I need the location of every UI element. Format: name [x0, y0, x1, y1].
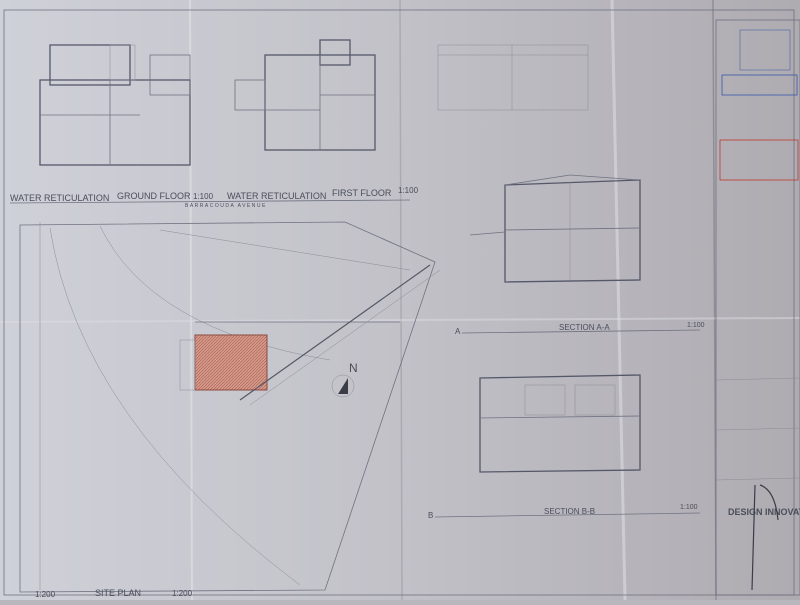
site-plan-scale-left: 1:200 [35, 590, 56, 599]
section-b-marker: B [428, 511, 433, 520]
plan-titles: WATER RETICULATION GROUND FLOOR 1:100 WA… [9, 186, 419, 209]
north-label: N [349, 361, 358, 375]
first-floor-plan [234, 39, 376, 151]
company-name: DESIGN INNOVATION [728, 507, 800, 517]
first-plan-scale: 1:100 [398, 186, 419, 195]
site-plan-scale-right: 1:200 [172, 589, 193, 598]
ground-floor-plan [39, 44, 191, 166]
company-logo [751, 484, 779, 591]
section-a-marker: A [455, 327, 461, 336]
section-b-scale: 1:100 [680, 504, 698, 511]
street-name: BARRACOUDA AVENUE [185, 203, 267, 209]
ground-plan-scale: 1:100 [193, 192, 214, 201]
approval-stamp-red [719, 139, 799, 181]
approval-stamp [721, 74, 798, 96]
north-arrow-icon [331, 374, 355, 398]
first-plan-floor: FIRST FLOOR [332, 188, 392, 198]
legend-table [437, 44, 589, 111]
title-block: DESIGN INNOVATION [715, 19, 800, 596]
site-plan-title: SITE PLAN [95, 588, 141, 598]
section-a-scale: 1:100 [687, 322, 705, 329]
ground-plan-label: WATER RETICULATION [10, 193, 109, 203]
site-plan: N 1:200 SITE PLAN 1:200 [19, 221, 441, 599]
section-b-title: SECTION B-B [544, 507, 595, 516]
first-plan-label: WATER RETICULATION [227, 191, 326, 201]
section-b-b: B SECTION B-B 1:100 [428, 374, 701, 520]
section-a-title: SECTION A-A [559, 323, 610, 332]
house-footprint [194, 334, 268, 391]
ground-plan-floor: GROUND FLOOR [117, 191, 191, 201]
section-a-a: A SECTION A-A 1:100 [455, 174, 705, 336]
